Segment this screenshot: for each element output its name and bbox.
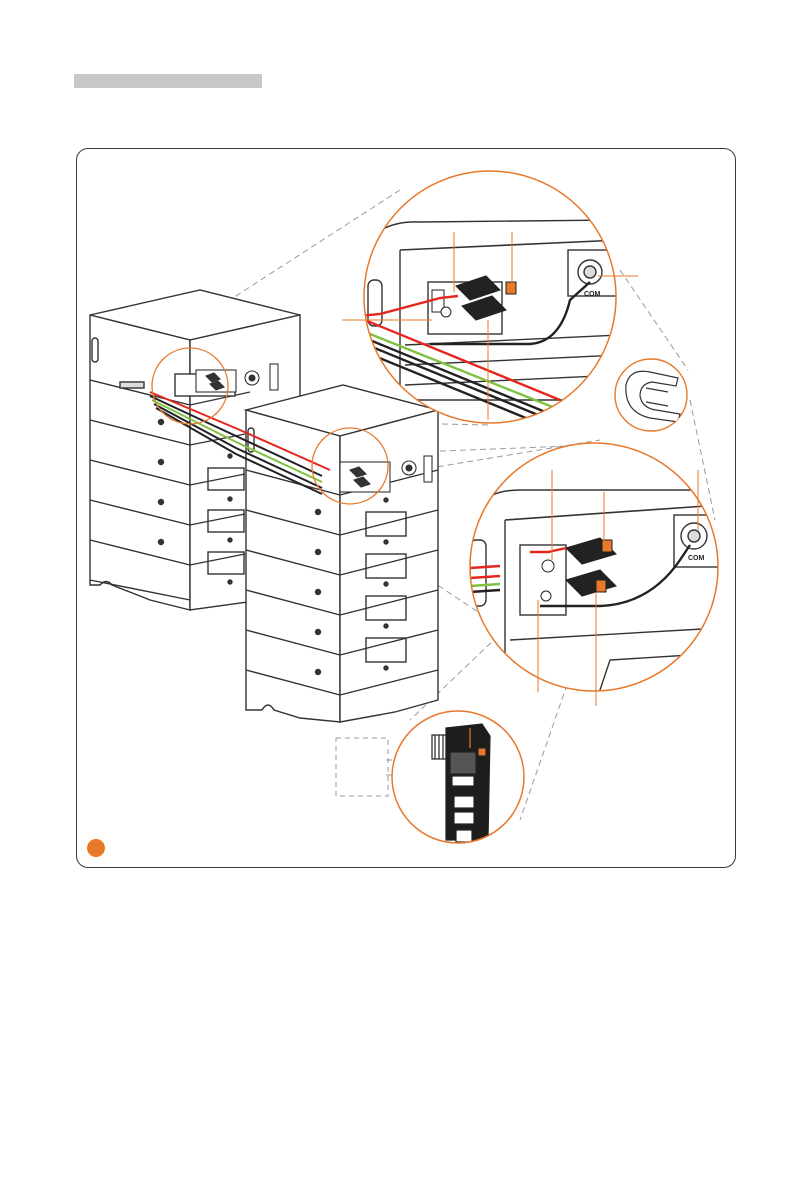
battery-stack-right bbox=[246, 385, 438, 722]
cable-clip-detail bbox=[615, 359, 687, 431]
connector-detail-box bbox=[336, 738, 388, 796]
com-port-label-mid: COM bbox=[688, 555, 705, 562]
top-magnified-view: COM bbox=[342, 171, 638, 432]
bottom-connector-detail bbox=[392, 711, 524, 843]
middle-magnified-view: COM bbox=[470, 443, 720, 706]
step-marker-icon bbox=[87, 839, 105, 857]
com-port-label-top: COM bbox=[584, 291, 601, 298]
